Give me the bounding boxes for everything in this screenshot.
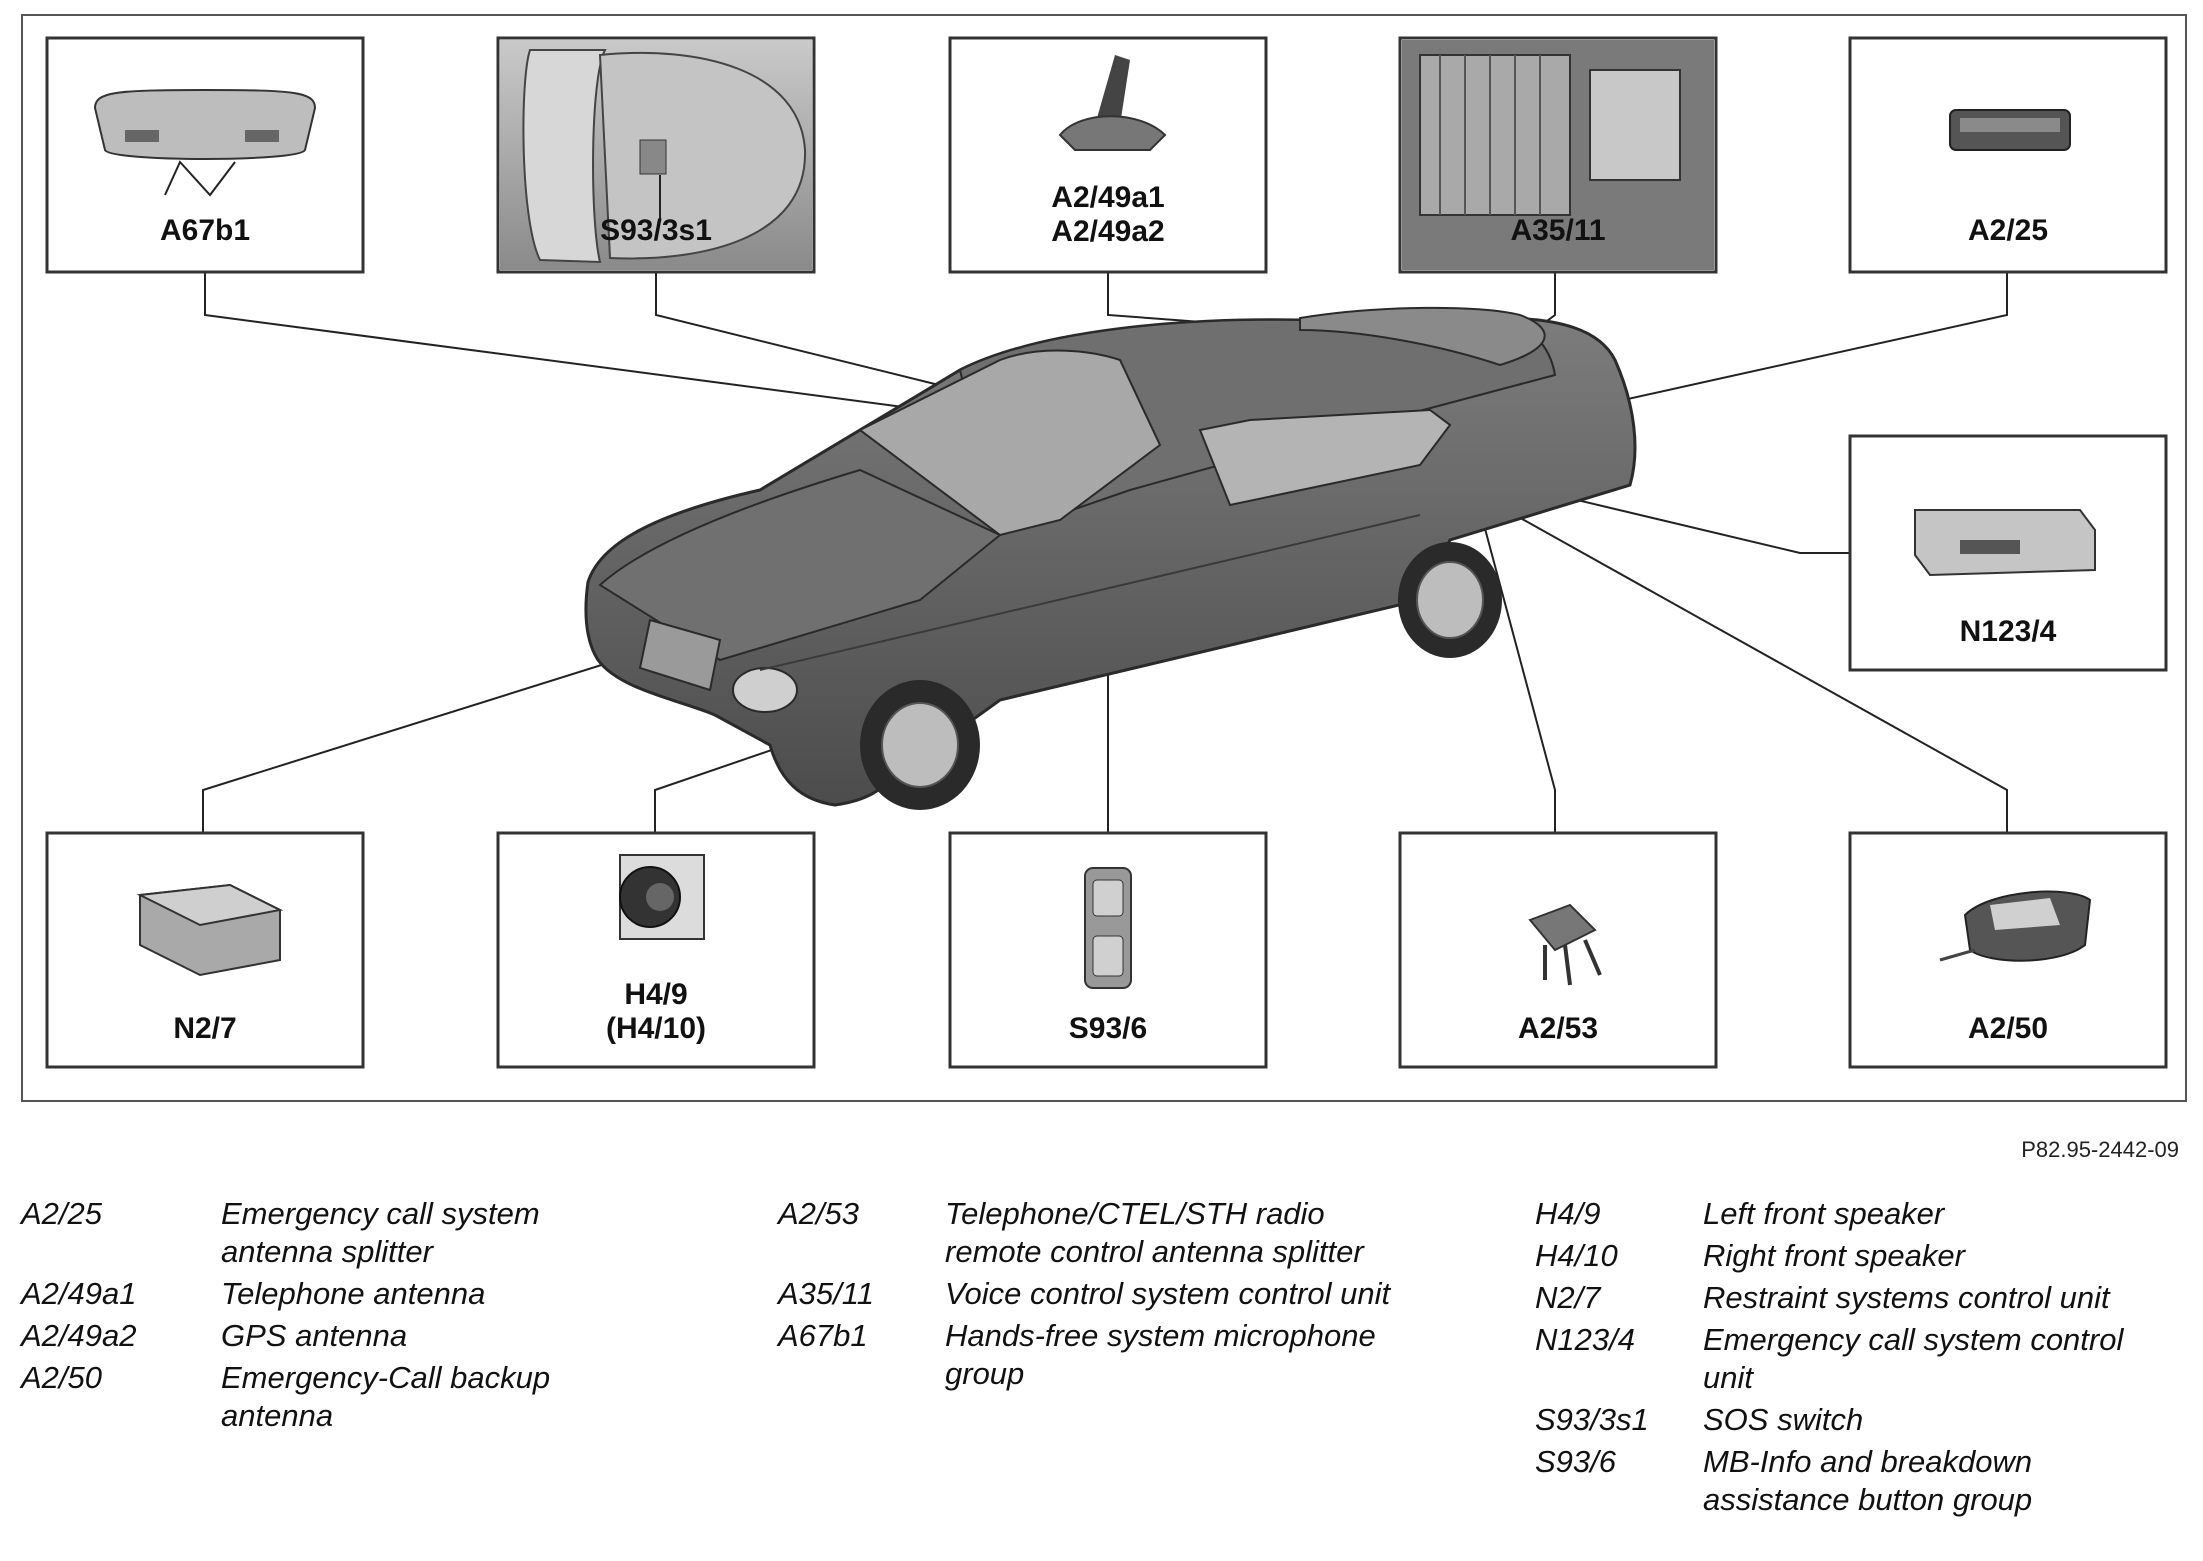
legend-code: H4/9 bbox=[1535, 1196, 1601, 1231]
thumb-n2-7 bbox=[136, 883, 284, 977]
headlight bbox=[732, 667, 798, 713]
thumb-h4-9 bbox=[619, 854, 705, 940]
legend-row: S93/3s1 SOS switch bbox=[1535, 1401, 2183, 1439]
label-a2-53: A2/53 bbox=[1517, 1012, 1599, 1045]
label-n123-4: N123/4 bbox=[1959, 615, 2057, 648]
leader-a2-50 bbox=[1514, 514, 2008, 833]
legend-code: A2/50 bbox=[21, 1360, 103, 1395]
legend-code: A2/25 bbox=[21, 1196, 103, 1231]
leader-s93-3s1 bbox=[655, 273, 1041, 411]
legend-code: A2/49a2 bbox=[21, 1318, 137, 1353]
label-a2-50: A2/50 bbox=[1967, 1012, 2049, 1045]
box-a2-53 bbox=[1398, 831, 1718, 1069]
windshield bbox=[858, 349, 1162, 537]
legend-code: N2/7 bbox=[1535, 1280, 1601, 1315]
rear-deck bbox=[1299, 306, 1546, 367]
legend-row: N2/7 Restraint systems control unit bbox=[1535, 1279, 2183, 1317]
legend-description: GPS antenna bbox=[221, 1318, 408, 1353]
thumb-a35-11 bbox=[1402, 40, 1714, 270]
legend-column-3: H4/9 Left front speaker H4/10 Right front … bbox=[1535, 1195, 2183, 1519]
legend-code: A35/11 bbox=[778, 1276, 874, 1311]
thumb-a67b1 bbox=[93, 88, 317, 197]
label-a2-25: A2/25 bbox=[1967, 214, 2049, 247]
label-a67b1: A67b1 bbox=[159, 214, 251, 247]
side-trim bbox=[759, 514, 1421, 671]
thumb-a2-25 bbox=[1949, 109, 2071, 151]
legend-code: N123/4 bbox=[1535, 1322, 1635, 1357]
label-s93-6: S93/6 bbox=[1068, 1012, 1148, 1045]
thumb-s93-3s1 bbox=[500, 40, 812, 270]
legend-description: Right front speaker bbox=[1703, 1238, 1965, 1273]
legend-description: Telephone antenna bbox=[221, 1276, 486, 1311]
leader-a67b1 bbox=[204, 273, 1041, 426]
label-a35-11: A35/11 bbox=[1510, 214, 1606, 247]
legend-code: H4/10 bbox=[1535, 1238, 1618, 1273]
legend-description: Voice control system control unit bbox=[945, 1276, 1391, 1311]
legend-code: S93/6 bbox=[1535, 1444, 1617, 1479]
legend-row: H4/10 Right front speaker bbox=[1535, 1237, 2183, 1275]
legend-code: S93/3s1 bbox=[1535, 1402, 1649, 1437]
thumb-a2-50 bbox=[1939, 890, 2092, 962]
leader-a2-53 bbox=[1479, 509, 1556, 833]
legend-code: A67b1 bbox=[778, 1318, 868, 1353]
label-s93-3s1: S93/3s1 bbox=[600, 214, 712, 247]
thumb-a2-49 bbox=[1058, 55, 1167, 151]
side-windows bbox=[1198, 408, 1452, 507]
thumb-n123-4 bbox=[1914, 509, 2096, 577]
thumb-s93-6 bbox=[1084, 867, 1132, 989]
legend-code: A2/49a1 bbox=[21, 1276, 137, 1311]
label-n2-7: N2/7 bbox=[173, 1012, 237, 1045]
car-illustration bbox=[584, 306, 1637, 810]
legend-row: A2/49a2 GPS antenna bbox=[21, 1317, 761, 1355]
label-h4-9: H4/9(H4/10) bbox=[605, 978, 707, 1045]
legend-description: Left front speaker bbox=[1703, 1196, 1945, 1231]
legend-description: SOS switch bbox=[1703, 1402, 1864, 1437]
legend-row: A35/11 Voice control system control unit bbox=[778, 1275, 1505, 1313]
grille bbox=[638, 618, 722, 692]
box-a2-25 bbox=[1848, 36, 2168, 274]
legend-row: A2/49a1 Telephone antenna bbox=[21, 1275, 761, 1313]
legend-code: A2/53 bbox=[778, 1196, 860, 1231]
thumb-a2-53 bbox=[1528, 903, 1602, 986]
legend-description: Restraint systems control unit bbox=[1703, 1280, 2110, 1315]
hood bbox=[598, 468, 1002, 662]
diagram-frame bbox=[21, 14, 2187, 1102]
rear-wheel-rim bbox=[1416, 561, 1484, 639]
legend-row: H4/9 Left front speaker bbox=[1535, 1195, 2183, 1233]
document-code: P82.95-2442-09 bbox=[2021, 1137, 2179, 1162]
front-wheel-rim bbox=[881, 702, 959, 788]
box-a2-49 bbox=[948, 36, 1268, 274]
